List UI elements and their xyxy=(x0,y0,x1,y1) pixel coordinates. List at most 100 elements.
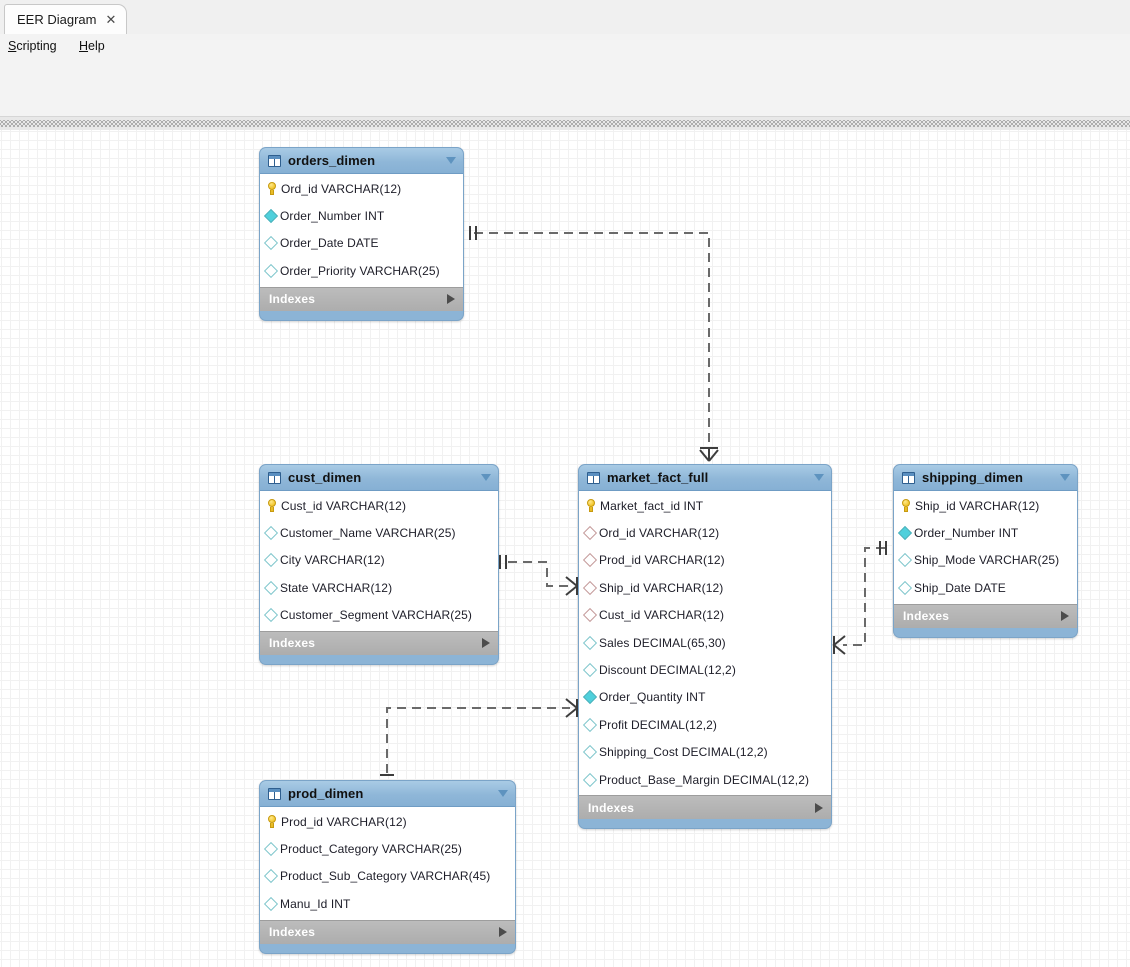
column-diamond-icon xyxy=(582,662,598,678)
indexes-label: Indexes xyxy=(269,292,316,307)
canvas-ruler[interactable] xyxy=(0,117,1130,131)
chevron-right-icon[interactable] xyxy=(482,638,490,649)
column-label: Product_Category VARCHAR(25) xyxy=(280,842,462,857)
column-row[interactable]: Customer_Name VARCHAR(25) xyxy=(260,519,498,546)
column-row[interactable]: Ship_id VARCHAR(12) xyxy=(579,574,831,601)
table-header-market_fact_full[interactable]: market_fact_full xyxy=(579,465,831,490)
column-row[interactable]: Profit DECIMAL(12,2) xyxy=(579,711,831,738)
column-row[interactable]: Order_Date DATE xyxy=(260,230,463,257)
menu-label-scripting: cripting xyxy=(16,39,57,53)
column-row[interactable]: Sales DECIMAL(65,30) xyxy=(579,629,831,656)
table-header-prod_dimen[interactable]: prod_dimen xyxy=(260,781,515,806)
column-diamond-icon xyxy=(263,580,279,595)
indexes-label: Indexes xyxy=(269,636,316,651)
column-row[interactable]: State VARCHAR(12) xyxy=(260,574,498,601)
column-row[interactable]: Prod_id VARCHAR(12) xyxy=(260,808,515,835)
column-diamond-icon xyxy=(263,869,279,884)
indexes-section-shipping_dimen[interactable]: Indexes xyxy=(894,603,1077,628)
column-row[interactable]: Market_fact_id INT xyxy=(579,492,831,519)
table-header-orders_dimen[interactable]: orders_dimen xyxy=(260,148,463,173)
column-row[interactable]: City VARCHAR(12) xyxy=(260,547,498,574)
chevron-right-icon[interactable] xyxy=(815,802,823,813)
not-null-column-diamond-icon xyxy=(897,526,913,541)
chevron-down-icon[interactable] xyxy=(481,474,491,481)
column-label: Cust_id VARCHAR(12) xyxy=(599,608,725,623)
column-label: Product_Base_Margin DECIMAL(12,2) xyxy=(599,772,810,787)
column-row[interactable]: Discount DECIMAL(12,2) xyxy=(579,656,831,683)
not-null-column-diamond-icon xyxy=(263,209,279,224)
menu-item-help[interactable]: Help xyxy=(79,39,105,53)
column-row[interactable]: Product_Base_Margin DECIMAL(12,2) xyxy=(579,766,831,793)
column-label: Sales DECIMAL(65,30) xyxy=(599,635,726,650)
column-row[interactable]: Product_Category VARCHAR(25) xyxy=(260,835,515,862)
menu-accel-scripting: S xyxy=(8,39,17,53)
tab-label: EER Diagram xyxy=(17,12,97,27)
column-label: Manu_Id INT xyxy=(280,896,351,911)
column-row[interactable]: Order_Quantity INT xyxy=(579,684,831,711)
chevron-right-icon[interactable] xyxy=(499,927,507,938)
indexes-section-market_fact_full[interactable]: Indexes xyxy=(579,795,831,820)
column-row[interactable]: Ord_id VARCHAR(12) xyxy=(260,175,463,202)
column-label: Prod_id VARCHAR(12) xyxy=(599,553,725,568)
column-row[interactable]: Order_Number INT xyxy=(894,519,1077,546)
column-label: Ord_id VARCHAR(12) xyxy=(281,181,402,196)
indexes-section-prod_dimen[interactable]: Indexes xyxy=(260,919,515,944)
chevron-down-icon[interactable] xyxy=(814,474,824,481)
column-label: Prod_id VARCHAR(12) xyxy=(281,814,407,829)
chevron-down-icon[interactable] xyxy=(1060,474,1070,481)
column-row[interactable]: Ship_id VARCHAR(12) xyxy=(894,492,1077,519)
column-row[interactable]: Ord_id VARCHAR(12) xyxy=(579,519,831,546)
column-row[interactable]: Order_Priority VARCHAR(25) xyxy=(260,257,463,284)
toolbar xyxy=(0,60,1130,117)
table-icon xyxy=(268,787,281,800)
primary-key-icon xyxy=(266,182,277,195)
column-diamond-icon xyxy=(263,553,279,568)
column-row[interactable]: Cust_id VARCHAR(12) xyxy=(579,602,831,629)
column-label: Profit DECIMAL(12,2) xyxy=(599,717,718,732)
primary-key-icon xyxy=(266,815,277,828)
column-label: Market_fact_id INT xyxy=(600,498,704,513)
indexes-section-cust_dimen[interactable]: Indexes xyxy=(260,630,498,655)
relationship-shipping-to-fact xyxy=(832,541,887,655)
column-diamond-icon xyxy=(263,896,279,911)
column-diamond-icon xyxy=(263,526,279,541)
column-row[interactable]: Cust_id VARCHAR(12) xyxy=(260,492,498,519)
column-row[interactable]: Customer_Segment VARCHAR(25) xyxy=(260,602,498,629)
column-label: Cust_id VARCHAR(12) xyxy=(281,498,407,513)
column-row[interactable]: Prod_id VARCHAR(12) xyxy=(579,547,831,574)
table-icon xyxy=(902,471,915,484)
column-row[interactable]: Shipping_Cost DECIMAL(12,2) xyxy=(579,739,831,766)
column-row[interactable]: Product_Sub_Category VARCHAR(45) xyxy=(260,863,515,890)
primary-key-icon xyxy=(900,499,911,512)
table-header-shipping_dimen[interactable]: shipping_dimen xyxy=(894,465,1077,490)
column-label: State VARCHAR(12) xyxy=(280,580,393,595)
chevron-right-icon[interactable] xyxy=(447,294,455,305)
indexes-label: Indexes xyxy=(588,800,635,815)
column-row[interactable]: Manu_Id INT xyxy=(260,890,515,917)
table-name-label: shipping_dimen xyxy=(922,470,1024,485)
relationship-cust-to-fact xyxy=(499,555,579,596)
column-row[interactable]: Ship_Mode VARCHAR(25) xyxy=(894,547,1077,574)
column-row[interactable]: Ship_Date DATE xyxy=(894,574,1077,601)
indexes-section-orders_dimen[interactable]: Indexes xyxy=(260,286,463,311)
column-diamond-icon xyxy=(263,608,279,623)
close-icon[interactable]: ✕ xyxy=(105,12,117,27)
relationship-orders-to-fact xyxy=(469,226,719,462)
chevron-down-icon[interactable] xyxy=(498,790,508,797)
tab-eer-diagram[interactable]: EER Diagram ✕ xyxy=(4,4,128,34)
primary-key-icon xyxy=(585,499,596,512)
menu-item-scripting[interactable]: Scripting xyxy=(8,39,57,53)
chevron-down-icon[interactable] xyxy=(446,157,456,164)
column-row[interactable]: Order_Number INT xyxy=(260,202,463,229)
column-label: Product_Sub_Category VARCHAR(45) xyxy=(280,869,491,884)
table-columns-market_fact_full: Market_fact_id INT Ord_id VARCHAR(12) Prod… xyxy=(579,490,831,796)
column-label: Discount DECIMAL(12,2) xyxy=(599,663,736,678)
table-header-cust_dimen[interactable]: cust_dimen xyxy=(260,465,498,490)
chevron-right-icon[interactable] xyxy=(1061,611,1069,622)
